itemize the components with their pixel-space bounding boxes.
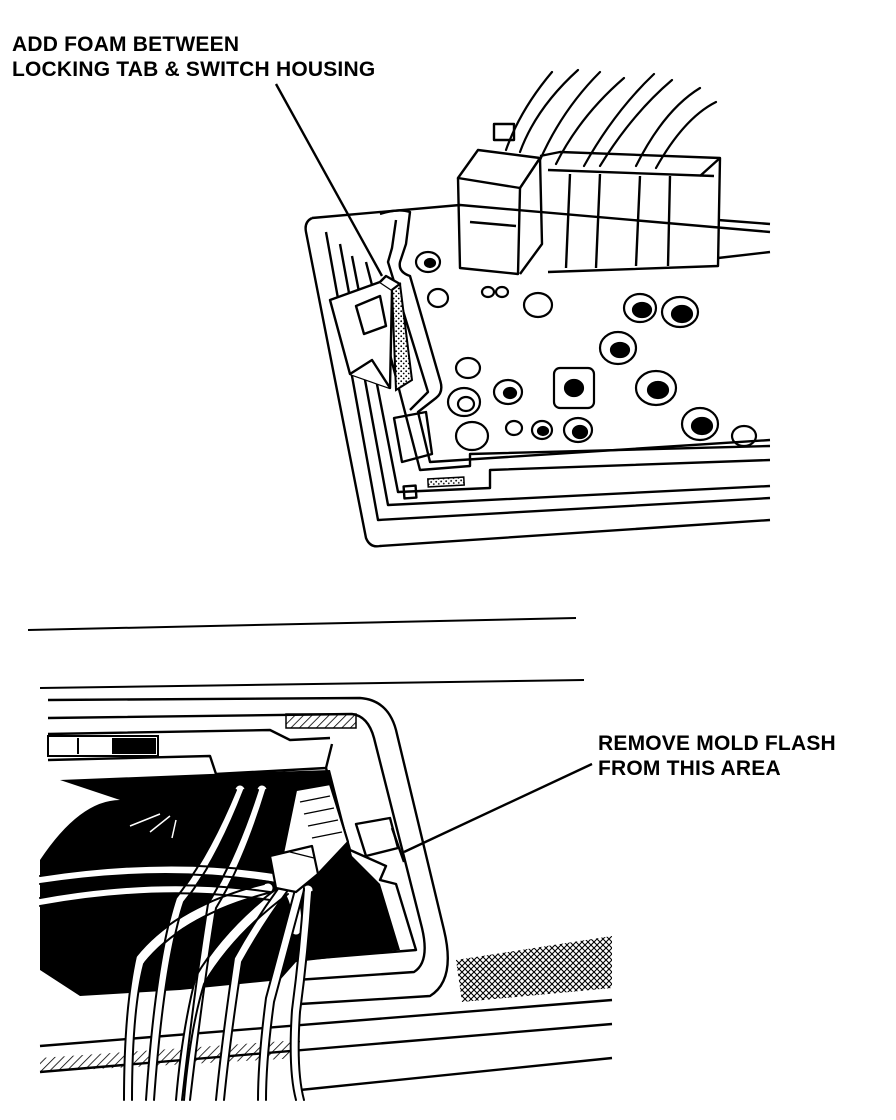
mold-flash-leader-line	[403, 762, 593, 854]
mold-flash-callout-line-1: REMOVE MOLD FLASH	[598, 732, 836, 755]
foam-strip	[390, 282, 414, 392]
housing-lines	[27, 617, 585, 689]
foam-leader-line	[274, 83, 384, 277]
mold-flash-callout-line-2: FROM THIS AREA	[598, 757, 781, 780]
foam-callout-line-1: ADD FOAM BETWEEN	[12, 33, 240, 56]
wire-harness	[35, 785, 313, 1105]
foam-strip-base	[427, 476, 465, 488]
foam-callout-label: ADD FOAM BETWEEN LOCKING TAB & SWITCH HO…	[12, 32, 375, 82]
board-holes	[414, 250, 758, 452]
housing-lower-hatch	[40, 1040, 300, 1072]
mold-flash-callout-label: REMOVE MOLD FLASH FROM THIS AREA	[598, 731, 836, 781]
connector-wires	[504, 68, 718, 170]
housing-hatch-band	[285, 713, 357, 729]
connector-plug	[456, 122, 771, 276]
foam-callout-line-2: LOCKING TAB & SWITCH HOUSING	[12, 58, 376, 81]
housing-crosshatch	[456, 936, 612, 1002]
locking-tab	[328, 274, 402, 390]
